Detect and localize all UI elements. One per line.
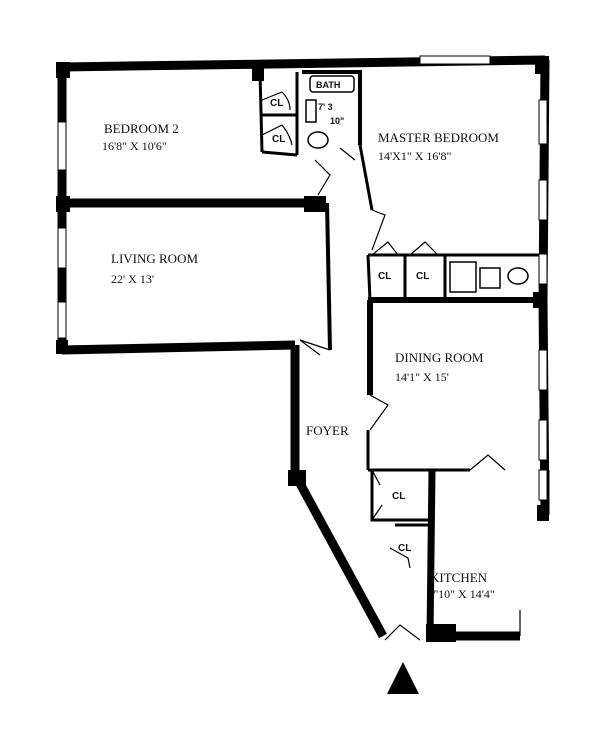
master-bedroom-dims: 14'X1" X 16'8" [378, 149, 452, 163]
kitchen-name: KITCHEN [430, 570, 488, 585]
dining-room-name: DINING ROOM [395, 350, 484, 365]
bath-fixtures [305, 75, 529, 293]
bedroom2-dims: 16'8" X 10'6" [102, 139, 167, 153]
interior-walls [62, 70, 540, 637]
bath-dims-bottom: 10" [330, 116, 344, 126]
closet-label: CL [416, 271, 429, 282]
closet-label: CL [272, 134, 285, 145]
closet-label: CL [398, 543, 411, 554]
master-bedroom-name: MASTER BEDROOM [378, 130, 499, 145]
closet-label: CL [378, 271, 391, 282]
living-room-name: LIVING ROOM [111, 251, 198, 266]
bath-name: BATH [316, 80, 340, 90]
kitchen-dims: 7'10" X 14'4" [430, 587, 495, 601]
foyer-name: FOYER [306, 423, 349, 438]
closet-labels: CL CL CL CL CL CL [270, 98, 429, 554]
bath-dims-top: 7' 3 [318, 102, 333, 112]
bedroom2-name: BEDROOM 2 [104, 121, 179, 136]
closet-label: CL [392, 491, 405, 502]
windows [57, 55, 548, 501]
closet-label: CL [270, 98, 283, 109]
living-room-dims: 22' X 13' [111, 272, 154, 286]
dining-room-dims: 14'1" X 15' [395, 370, 449, 384]
triangle-entrance-icon [387, 662, 419, 694]
doors [261, 91, 521, 641]
columns [56, 56, 549, 642]
room-labels: BEDROOM 2 16'8" X 10'6" MASTER BEDROOM 1… [102, 80, 499, 601]
